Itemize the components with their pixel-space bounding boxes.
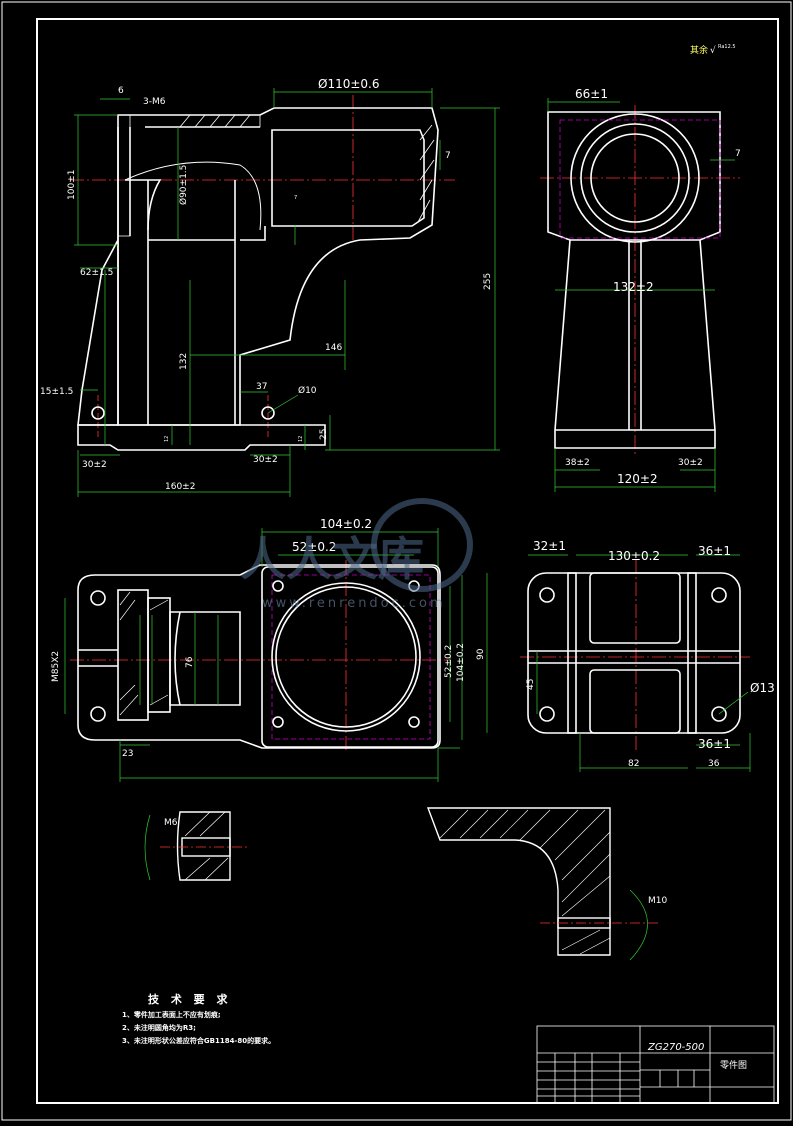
- svg-text:62±1.5: 62±1.5: [80, 268, 113, 278]
- svg-text:M10: M10: [648, 896, 667, 906]
- svg-text:7: 7: [445, 151, 451, 161]
- svg-text:3、未注明形状公差应符合GB1184-80的要求。: 3、未注明形状公差应符合GB1184-80的要求。: [122, 1036, 275, 1045]
- svg-text:12: 12: [298, 436, 304, 442]
- svg-text:52±0.2: 52±0.2: [292, 540, 336, 554]
- svg-text:其余: 其余: [690, 44, 708, 56]
- svg-text:M85X2: M85X2: [51, 651, 61, 682]
- svg-text:7: 7: [294, 195, 297, 201]
- svg-text:104±0.2: 104±0.2: [456, 643, 466, 682]
- svg-text:7: 7: [735, 149, 741, 159]
- svg-text:45: 45: [526, 679, 536, 690]
- svg-text:30±2: 30±2: [82, 460, 107, 470]
- svg-text:36: 36: [708, 759, 720, 769]
- svg-text:零件图: 零件图: [720, 1059, 747, 1071]
- svg-text:100±1: 100±1: [67, 170, 77, 200]
- svg-text:人人文库: 人人文库: [240, 532, 424, 586]
- svg-text:Ø13: Ø13: [750, 681, 775, 695]
- svg-text:30±2: 30±2: [678, 458, 703, 468]
- bottom-view: 32±1 130±0.2 36±1 90 45 Ø13 36±1 82 36: [476, 539, 775, 772]
- svg-text:6: 6: [118, 86, 124, 96]
- svg-text:32±1: 32±1: [533, 539, 566, 553]
- svg-text:255: 255: [483, 273, 493, 290]
- svg-text:36±1: 36±1: [698, 544, 731, 558]
- detail-m6: M6: [144, 811, 250, 881]
- svg-text:82: 82: [628, 759, 639, 769]
- svg-text:37: 37: [256, 382, 267, 392]
- svg-text:104±0.2: 104±0.2: [320, 517, 372, 531]
- svg-text:36±1: 36±1: [698, 737, 731, 751]
- svg-text:160±2: 160±2: [165, 482, 195, 492]
- front-view: Ø110±0.6 6 3-M6 7 7 100±1 Ø90±1.5 62±1.5…: [40, 77, 500, 497]
- watermark: 人人文库 www.renrendoc.com: [240, 498, 473, 611]
- svg-text:√: √: [710, 45, 716, 56]
- svg-text:www.renrendoc.com: www.renrendoc.com: [262, 596, 446, 611]
- svg-text:146: 146: [325, 343, 342, 353]
- svg-text:Ø90±1.5: Ø90±1.5: [178, 165, 189, 205]
- svg-text:Ra12.5: Ra12.5: [718, 44, 736, 50]
- svg-text:38±2: 38±2: [565, 458, 590, 468]
- roughness-note: 其余 √ Ra12.5: [690, 44, 736, 56]
- side-view: 66±1 7 132±2 38±2 120±2 30±2: [540, 87, 741, 492]
- top-view: 104±0.2 52±0.2 M85X2 76 104±0.2 52±0.2 2…: [51, 517, 466, 782]
- svg-text:120±2: 120±2: [617, 472, 658, 486]
- detail-m10: M10: [426, 807, 667, 961]
- svg-text:M6: M6: [164, 818, 178, 828]
- svg-text:23: 23: [122, 749, 133, 759]
- svg-text:Ø110±0.6: Ø110±0.6: [318, 77, 380, 91]
- svg-text:52±0.2: 52±0.2: [444, 645, 454, 678]
- svg-text:1、零件加工表面上不应有划痕;: 1、零件加工表面上不应有划痕;: [122, 1010, 221, 1019]
- title-block: ZG270-500 零件图: [536, 1025, 775, 1104]
- svg-text:12: 12: [164, 436, 170, 442]
- svg-text:66±1: 66±1: [575, 87, 608, 101]
- svg-text:15±1.5: 15±1.5: [40, 387, 73, 397]
- svg-text:2、未注明圆角均为R3;: 2、未注明圆角均为R3;: [122, 1023, 196, 1032]
- svg-text:3-M6: 3-M6: [143, 97, 166, 107]
- svg-text:132±2: 132±2: [613, 280, 654, 294]
- inner-border: [36, 18, 779, 1104]
- svg-text:Ø10: Ø10: [298, 385, 317, 396]
- technical-requirements: 技 术 要 求 1、零件加工表面上不应有划痕; 2、未注明圆角均为R3; 3、未…: [122, 992, 275, 1045]
- svg-text:132: 132: [179, 353, 189, 370]
- svg-text:技 术 要 求: 技 术 要 求: [148, 992, 232, 1006]
- svg-text:25: 25: [319, 429, 329, 440]
- svg-text:30±2: 30±2: [253, 455, 278, 465]
- svg-text:130±0.2: 130±0.2: [608, 549, 660, 563]
- svg-text:ZG270-500: ZG270-500: [647, 1042, 704, 1053]
- svg-text:90: 90: [476, 648, 486, 660]
- svg-text:76: 76: [185, 656, 195, 668]
